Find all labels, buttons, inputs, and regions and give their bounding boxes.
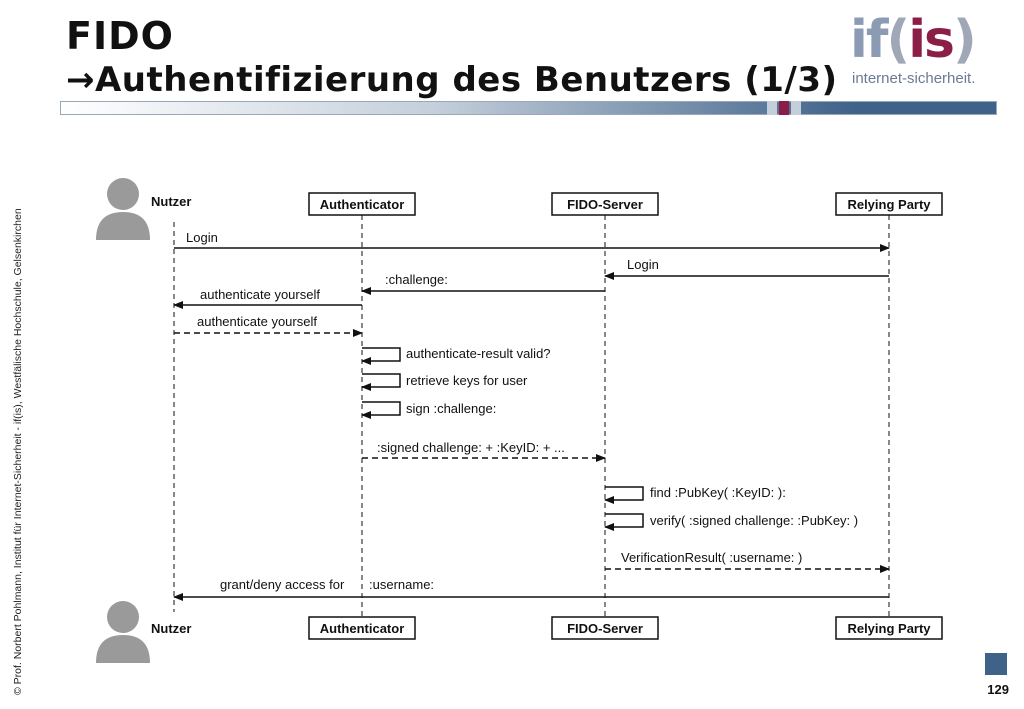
header-bar-square [791, 101, 801, 115]
header-bar-square [779, 101, 789, 115]
msg-label-retrieve-keys: retrieve keys for user [406, 373, 528, 388]
logo-mark-close: ) [953, 10, 977, 70]
actor-user-top: Nutzer [151, 194, 191, 209]
actor-fido-server-top: FIDO-Server [567, 197, 643, 212]
header-bar-square [767, 101, 777, 115]
header-bar [60, 101, 997, 115]
ifis-logo: if(is) internet-sicherheit. [850, 10, 1000, 90]
msg-label-login-2: Login [627, 257, 659, 272]
msg-self-sign [361, 401, 401, 419]
msg-label-verify: verify( :signed challenge: :PubKey: ) [650, 513, 858, 528]
logo-mark-open: ( [886, 10, 910, 70]
page-marker [985, 653, 1007, 675]
actor-box-relying-party-bottom [835, 616, 943, 640]
logo-mark: if(is) [850, 10, 977, 70]
msg-label-challenge: :challenge: [385, 272, 448, 287]
logo-mark-is: is [908, 10, 955, 70]
actor-user-bottom: Nutzer [151, 621, 191, 636]
msg-self-find-pubkey [604, 486, 644, 504]
msg-label-grant-deny: grant/deny access for [220, 577, 345, 592]
logo-tagline: internet-sicherheit. [852, 70, 976, 87]
actor-box-fido-server-bottom [551, 616, 659, 640]
actor-relying-party-top: Relying Party [847, 197, 931, 212]
msg-label-authenticate-2: authenticate yourself [197, 314, 317, 329]
msg-label-find-pubkey: find :PubKey( :KeyID: ): [650, 485, 786, 500]
user-icon [96, 601, 150, 663]
msg-label-verification-result: VerificationResult( :username: ) [621, 550, 802, 565]
msg-label-login-1: Login [186, 230, 218, 245]
actor-box-authenticator-bottom [308, 616, 416, 640]
actor-authenticator-top: Authenticator [320, 197, 405, 212]
slide-subtitle: →Authentifizierung des Benutzers (1/3) [66, 60, 838, 100]
msg-self-result-valid [361, 347, 401, 365]
msg-label-result-valid: authenticate-result valid? [406, 346, 551, 361]
msg-self-verify [604, 513, 644, 531]
msg-label-authenticate-1: authenticate yourself [200, 287, 320, 302]
actor-fido-server-bottom: FIDO-Server [567, 621, 643, 636]
logo-mark-if: if [850, 10, 888, 70]
actor-authenticator-bottom: Authenticator [320, 621, 405, 636]
msg-label-sign: sign :challenge: [406, 401, 496, 416]
user-icon [96, 178, 150, 240]
msg-label-username: :username: [369, 577, 434, 592]
page-number: 129 [987, 682, 1009, 697]
actor-relying-party-bottom: Relying Party [847, 621, 931, 636]
msg-self-retrieve-keys [361, 373, 401, 391]
slide-title: FIDO [66, 14, 174, 58]
msg-label-signed-challenge: :signed challenge: + :KeyID: + ... [377, 440, 565, 455]
